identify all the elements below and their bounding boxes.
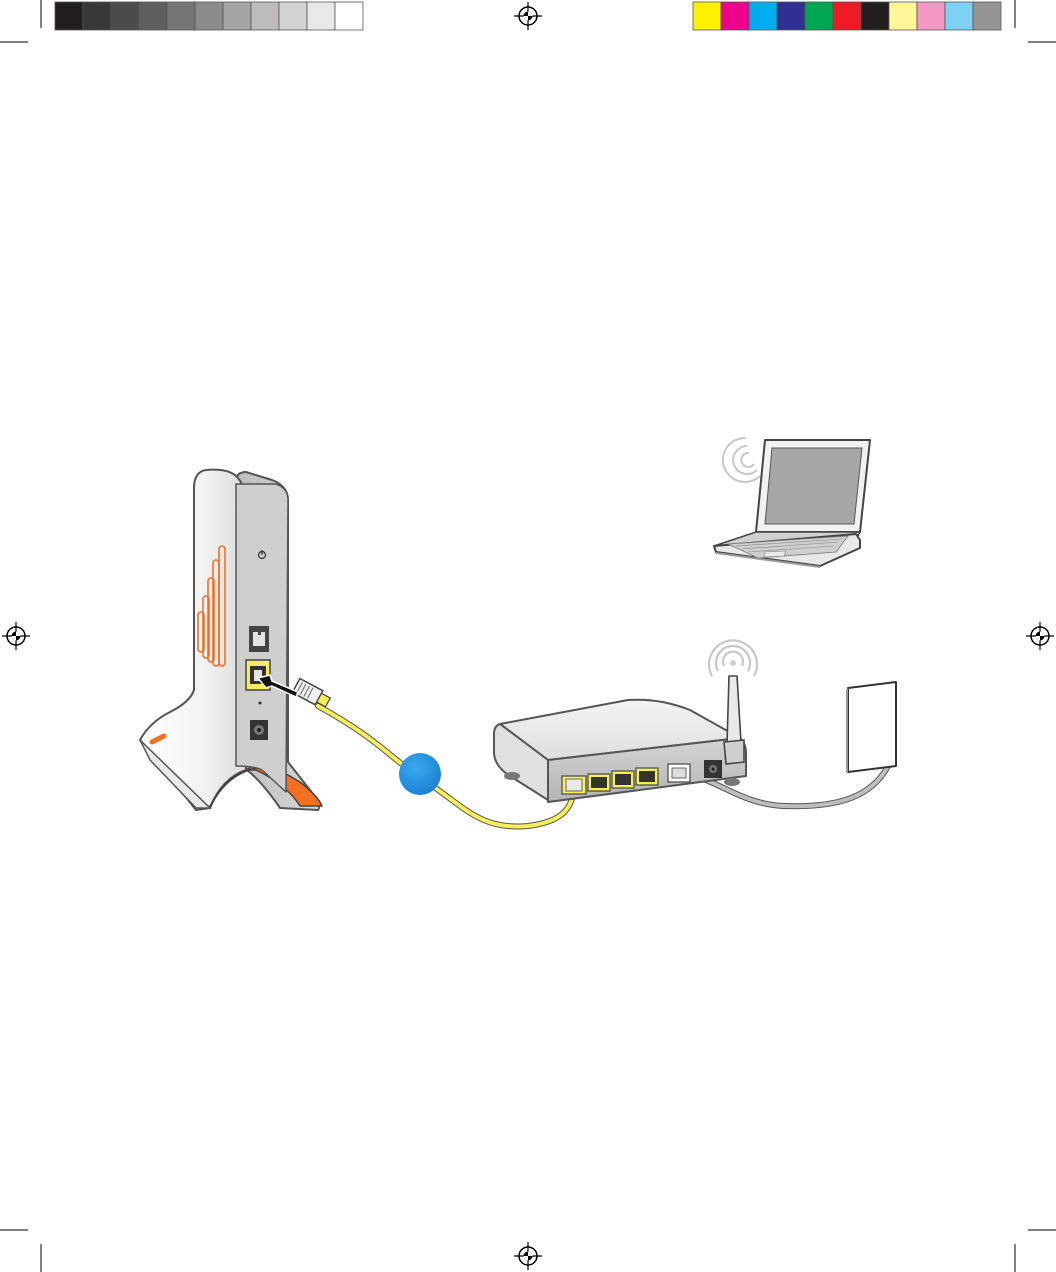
ethernet-plug xyxy=(292,678,331,709)
grayscale-swatch xyxy=(83,2,111,30)
color-swatch xyxy=(861,2,889,30)
router-lan-port-1 xyxy=(588,774,610,791)
grayscale-swatch xyxy=(167,2,195,30)
grayscale-swatch xyxy=(195,2,223,30)
grayscale-swatch xyxy=(111,2,139,30)
color-swatch xyxy=(749,2,777,30)
router-phone-port xyxy=(668,764,690,782)
registration-mark-bottom xyxy=(514,1242,542,1270)
wireless-base-station xyxy=(140,470,322,810)
tower-port-upper xyxy=(249,626,269,652)
registration-mark-left xyxy=(2,622,30,650)
step-marker xyxy=(399,753,441,795)
registration-mark-right xyxy=(1026,622,1054,650)
grayscale-swatch xyxy=(335,2,363,30)
color-swatch xyxy=(721,2,749,30)
router-antenna xyxy=(724,676,744,764)
router-lan-port-3 xyxy=(636,768,658,785)
grayscale-swatch xyxy=(55,2,83,30)
grayscale-swatch xyxy=(307,2,335,30)
grayscale-calibration-bar xyxy=(55,2,363,30)
color-calibration-bar xyxy=(693,2,1001,30)
color-swatch xyxy=(973,2,1001,30)
grayscale-swatch xyxy=(279,2,307,30)
tower-reset-hole xyxy=(259,702,262,705)
color-swatch xyxy=(945,2,973,30)
router-power-jack xyxy=(704,760,722,778)
grayscale-swatch xyxy=(251,2,279,30)
router-lan-port-2 xyxy=(612,771,634,788)
tower-power-jack xyxy=(250,720,268,740)
color-swatch xyxy=(917,2,945,30)
color-swatch xyxy=(777,2,805,30)
grayscale-swatch xyxy=(223,2,251,30)
laptop-computer xyxy=(714,438,870,568)
registration-mark-top xyxy=(514,2,542,30)
laptop-wifi-signal-icon xyxy=(723,438,760,482)
router-wan-port xyxy=(562,776,586,794)
grayscale-swatch xyxy=(139,2,167,30)
color-swatch xyxy=(833,2,861,30)
wireless-router xyxy=(494,640,757,802)
router-wifi-signal-icon xyxy=(709,640,757,676)
color-swatch xyxy=(805,2,833,30)
color-swatch xyxy=(693,2,721,30)
color-swatch xyxy=(889,2,917,30)
phone-wall-socket xyxy=(846,682,896,772)
